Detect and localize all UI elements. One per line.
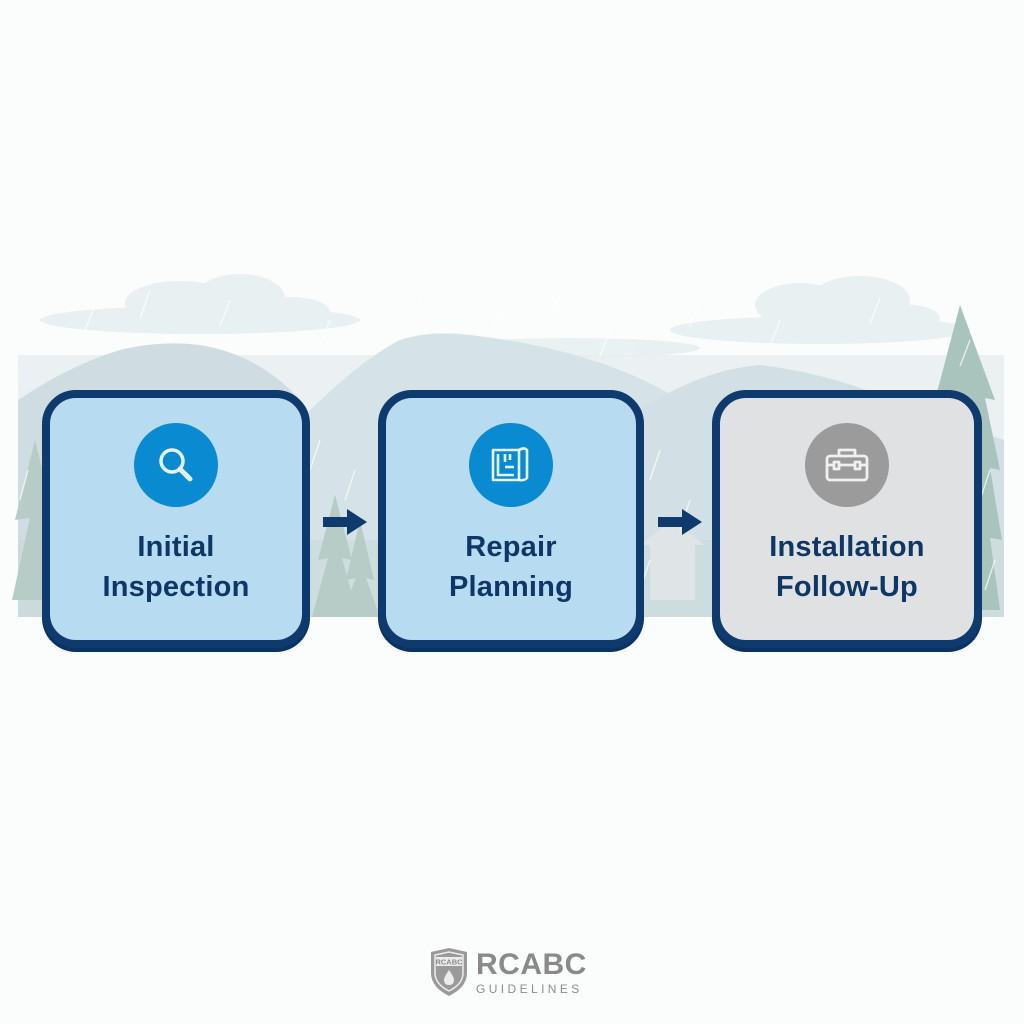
toolbox-icon xyxy=(825,448,869,482)
magnifying-glass-icon xyxy=(159,448,193,482)
step-card-installation-follow-up[interactable]: Installation Follow-Up xyxy=(712,390,982,648)
icon-circle xyxy=(805,423,889,507)
rcabc-logo: RCABC RCABC GUIDELINES xyxy=(428,947,587,997)
step-label-line2: Planning xyxy=(448,571,574,603)
step-label: Initial Inspection xyxy=(102,527,249,607)
step-label-line1: Installation xyxy=(769,531,925,563)
logo-text: RCABC GUIDELINES xyxy=(476,947,587,996)
icon-circle xyxy=(134,423,218,507)
logo-subtitle: GUIDELINES xyxy=(476,981,583,996)
step-card-initial-inspection[interactable]: Initial Inspection xyxy=(42,390,310,648)
icon-circle xyxy=(469,423,553,507)
step-label-line1: Repair xyxy=(465,531,557,563)
svg-text:RCABC: RCABC xyxy=(435,958,463,967)
step-label-line2: Inspection xyxy=(102,571,250,603)
step-label-line1: Initial xyxy=(137,531,215,563)
logo-title: RCABC xyxy=(476,947,587,981)
shield-droplet-icon: RCABC xyxy=(431,948,467,996)
arrow-right-icon xyxy=(323,509,367,535)
step-card-repair-planning[interactable]: Repair Planning xyxy=(378,390,644,648)
step-label: Repair Planning xyxy=(449,527,573,607)
arrow-right-icon xyxy=(658,509,702,535)
step-label-line2: Follow-Up xyxy=(776,571,918,603)
step-label: Installation Follow-Up xyxy=(769,527,924,607)
blueprint-icon xyxy=(491,447,529,482)
